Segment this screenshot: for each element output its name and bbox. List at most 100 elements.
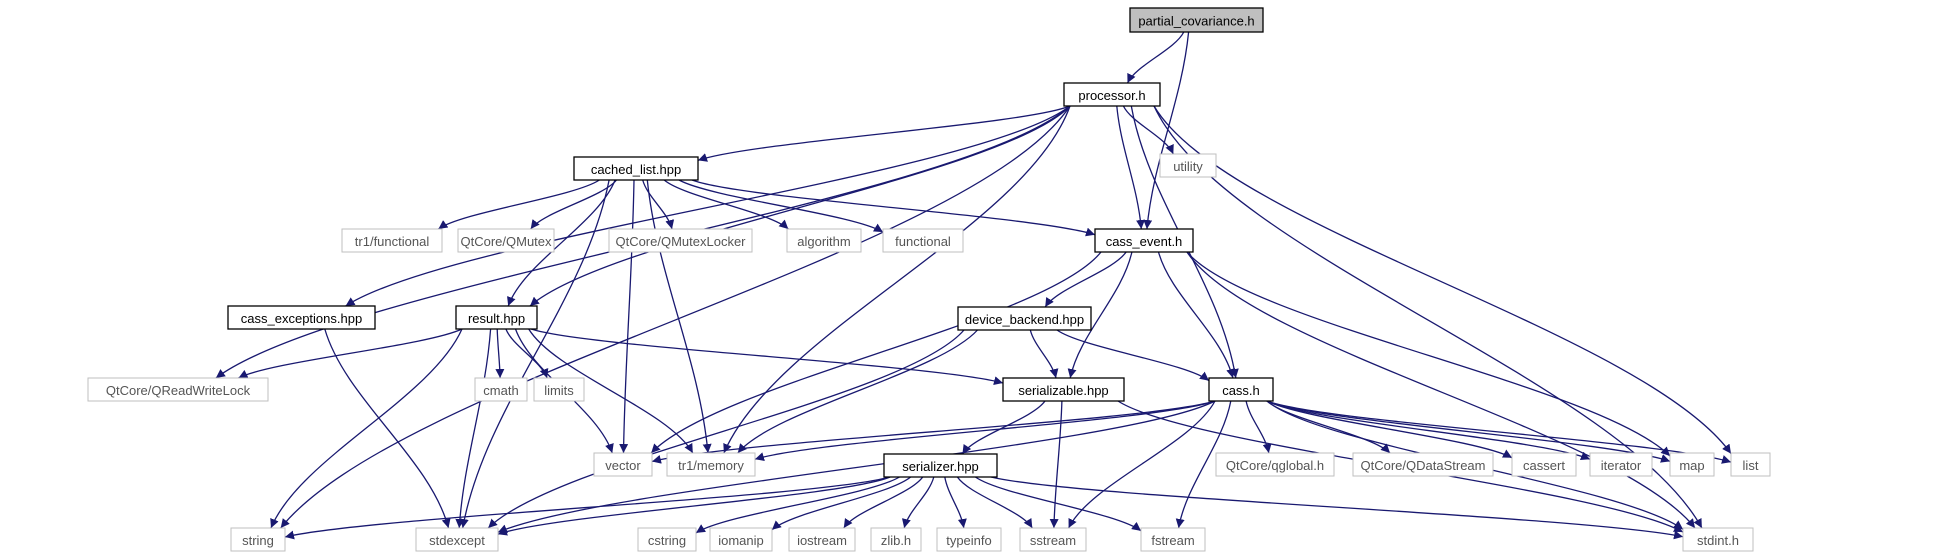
dependency-arrow [530, 328, 1004, 386]
dependency-arrow [1049, 400, 1063, 529]
edge-device_backend-to-tr1_memory [737, 329, 978, 454]
dependency-arrow [455, 328, 492, 529]
edge-serializable-to-sstream [1049, 400, 1063, 529]
dependency-arrow [1175, 400, 1232, 529]
dependency-arrow [1116, 105, 1146, 230]
node-box [573, 156, 699, 181]
node-cached-list[interactable]: cached_list.hpp [573, 156, 699, 181]
node-box [882, 228, 964, 253]
node-cass-event[interactable]: cass_event.h [1094, 228, 1194, 253]
dependency-arrow [1029, 329, 1059, 379]
node-label: list [1743, 458, 1759, 473]
node-box [87, 377, 269, 402]
node-serializable[interactable]: serializable.hpp [1002, 377, 1125, 402]
dependency-arrow [944, 476, 967, 529]
edge-serializer-to-stdexcept [497, 476, 891, 536]
node-cassert: cassert [1511, 452, 1577, 477]
dependency-arrow [975, 476, 1142, 532]
node-typeinfo: typeinfo [936, 527, 1002, 552]
dependency-arrow [843, 476, 924, 529]
node-label: functional [895, 234, 951, 249]
dependency-arrow [438, 179, 600, 230]
node-processor[interactable]: processor.h [1063, 82, 1161, 107]
node-label: utility [1173, 159, 1203, 174]
edge-cass_event-to-vector [650, 251, 1102, 454]
dependency-arrow [497, 400, 1216, 533]
node-box [230, 527, 286, 552]
node-box [1352, 452, 1494, 477]
node-cass-exceptions[interactable]: cass_exceptions.hpp [227, 305, 376, 330]
dependency-arrow [956, 476, 1033, 529]
edge-cass-to-fstream [1175, 400, 1232, 529]
node-label: algorithm [797, 234, 850, 249]
dependency-arrow [528, 328, 694, 454]
node-cmath: cmath [474, 377, 528, 402]
edge-processor-to-cass_exceptions [345, 105, 1071, 307]
node-label: cstring [648, 533, 686, 548]
dependency-arrow [642, 179, 675, 230]
edge-serializer-to-string [284, 476, 891, 540]
edge-cached_list-to-functional [678, 179, 884, 233]
node-list: list [1730, 452, 1771, 477]
dependency-arrow [487, 329, 965, 529]
dependency-arrow [619, 179, 635, 454]
dependency-arrow [1067, 251, 1133, 379]
dependency-arrow [646, 179, 712, 454]
node-label: QtCore/qglobal.h [1226, 458, 1324, 473]
dependency-arrow [324, 328, 451, 529]
node-box [1063, 82, 1161, 107]
node-box [608, 228, 753, 253]
edge-partial_covariance-to-cass_event [1143, 31, 1190, 230]
edge-serializer-to-zlib [901, 476, 935, 529]
dependency-arrow [697, 105, 1071, 162]
dependency-arrow [280, 105, 1071, 529]
node-box [341, 228, 443, 253]
edge-result-to-stdexcept [455, 328, 492, 529]
node-device-backend[interactable]: device_backend.hpp [957, 306, 1092, 331]
node-result[interactable]: result.hpp [455, 305, 538, 330]
node-vector: vector [593, 452, 653, 477]
node-label: device_backend.hpp [965, 312, 1084, 327]
node-label: partial_covariance.h [1138, 14, 1254, 29]
dependency-arrow [650, 251, 1102, 454]
node-label: tr1/memory [678, 458, 744, 473]
node-iomanip: iomanip [709, 527, 773, 552]
edge-cass_event-to-serializable [1067, 251, 1133, 379]
edge-cass-to-sstream [1068, 400, 1216, 529]
edge-processor-to-result [529, 105, 1071, 307]
node-box [455, 305, 538, 330]
node-box [936, 527, 1002, 552]
node-layer: partial_covariance.h processor.h utility ca… [87, 7, 1771, 552]
node-box [883, 453, 998, 478]
node-label: iostream [797, 533, 847, 548]
node-label: cass_exceptions.hpp [241, 311, 362, 326]
edge-cached_list-to-tr1_memory [646, 179, 712, 454]
edge-serializer-to-fstream [975, 476, 1142, 532]
edge-cass_event-to-map [1186, 251, 1671, 457]
node-box [666, 452, 756, 477]
node-qmutex: QtCore/QMutex [457, 228, 555, 253]
node-label: vector [605, 458, 641, 473]
dependency-arrow [1266, 400, 1391, 454]
node-box [870, 527, 922, 552]
dependency-arrow [529, 105, 1071, 307]
node-string: string [230, 527, 286, 552]
node-serializer[interactable]: serializer.hpp [883, 453, 998, 478]
dependency-arrow [901, 476, 935, 529]
node-stdint: stdint.h [1682, 527, 1754, 552]
node-label: stdint.h [1697, 533, 1739, 548]
node-iostream: iostream [788, 527, 856, 552]
node-label: cached_list.hpp [591, 162, 681, 177]
node-tr1-functional: tr1/functional [341, 228, 443, 253]
node-zlib: zlib.h [870, 527, 922, 552]
edge-cass-to-vector [651, 400, 1216, 464]
node-cass[interactable]: cass.h [1208, 377, 1274, 402]
dependency-arrow [723, 105, 1071, 454]
node-label: iomanip [718, 533, 764, 548]
edge-cass_event-to-cass [1157, 251, 1236, 379]
node-map: map [1669, 452, 1715, 477]
node-stdexcept: stdexcept [415, 527, 499, 552]
edge-cached_list-to-qmutex [530, 179, 618, 230]
node-partial-covariance[interactable]: partial_covariance.h [1129, 7, 1264, 33]
dependency-arrow [530, 179, 618, 230]
